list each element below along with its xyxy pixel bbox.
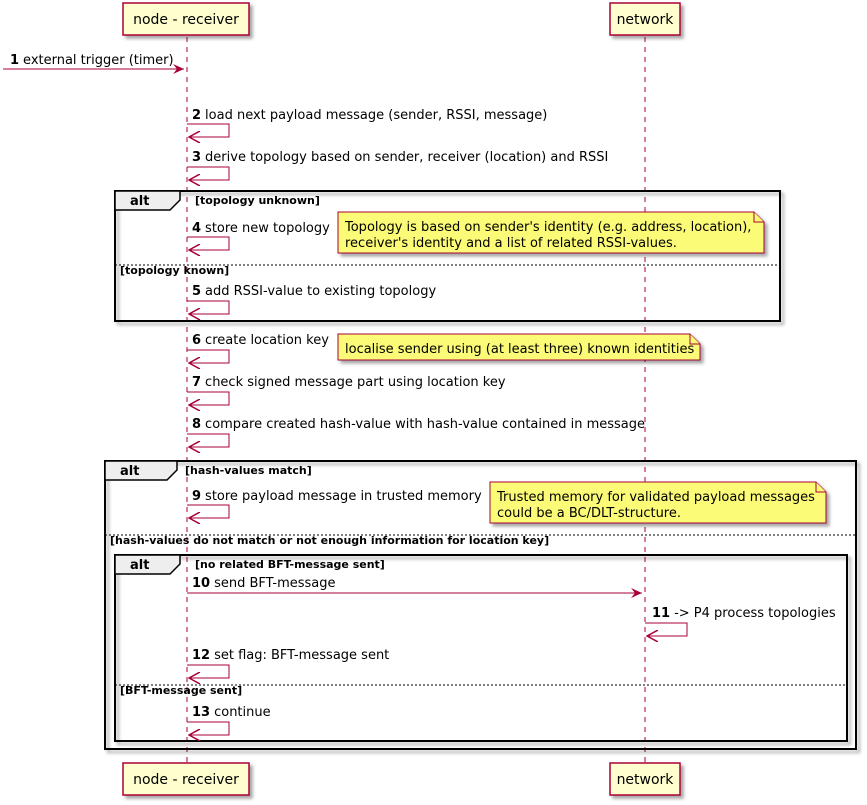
- message-6: 6 create location key: [187, 333, 329, 363]
- message-text: load next payload message (sender, RSSI,…: [205, 108, 547, 123]
- note-line: could be a BC/DLT-structure.: [497, 506, 681, 521]
- message-text: send BFT-message: [214, 576, 335, 591]
- message-7: 7 check signed message part using locatio…: [187, 375, 506, 405]
- note-line: Trusted memory for validated payload mes…: [496, 490, 815, 505]
- note-localise: localise sender using (at least three) k…: [337, 333, 701, 361]
- message-number: 5: [192, 284, 201, 299]
- participant-receiver-bottom: node - receiver: [122, 762, 250, 796]
- participant-label: node - receiver: [133, 772, 239, 788]
- note-trusted-memory: Trusted memory for validated payload mes…: [489, 481, 827, 524]
- message-number: 12: [192, 648, 210, 663]
- message-number: 10: [192, 576, 210, 591]
- message-text: add RSSI-value to existing topology: [205, 284, 436, 299]
- frame-guard: [BFT-message sent]: [120, 684, 242, 697]
- participant-label: network: [617, 772, 675, 788]
- message-number: 9: [192, 489, 201, 504]
- message-number: 2: [192, 108, 201, 123]
- message-2: 2 load next payload message (sender, RSSI…: [187, 108, 547, 137]
- frame-guard: [hash-values do not match or not enough …: [110, 534, 549, 547]
- message-text: check signed message part using location…: [205, 375, 506, 390]
- message-13: 13 continue: [187, 705, 271, 735]
- message-3: 3 derive topology based on sender, receiv…: [187, 150, 608, 180]
- message-number: 4: [192, 221, 201, 236]
- message-text: store new topology: [205, 221, 330, 236]
- message-text: store payload message in trusted memory: [205, 489, 482, 504]
- frame-guard: [hash-values match]: [185, 464, 312, 477]
- message-9: 9 store payload message in trusted memory: [187, 489, 482, 518]
- message-4: 4 store new topology: [187, 221, 330, 250]
- message-text: continue: [214, 705, 271, 720]
- message-text: external trigger (timer): [23, 53, 174, 68]
- alt-frame-hash: alt [hash-values match] [hash-values do …: [104, 460, 857, 750]
- participant-receiver-top: node - receiver: [122, 2, 250, 36]
- frame-guard: [topology unknown]: [195, 194, 320, 207]
- alt-frame-bft: alt [no related BFT-message sent] [BFT-m…: [114, 554, 848, 742]
- message-number: 6: [192, 333, 201, 348]
- participant-label: network: [617, 12, 675, 28]
- svg-text:11-> P4 process topologies: 11 -> P4 process topologies: [652, 606, 836, 621]
- participant-network-top: network: [609, 2, 681, 36]
- frame-keyword: alt: [130, 194, 149, 209]
- message-number: 13: [192, 705, 210, 720]
- alt-frame-topology: alt [topology unknown] [topology known]: [114, 190, 781, 322]
- note-topology: Topology is based on sender's identity (…: [337, 211, 765, 254]
- frame-guard: [no related BFT-message sent]: [195, 558, 385, 571]
- message-number: 1: [10, 53, 19, 68]
- frame-guard: [topology known]: [120, 264, 229, 277]
- message-10: 10 send BFT-message: [187, 576, 642, 598]
- message-text: derive topology based on sender, receive…: [205, 150, 608, 165]
- note-line: receiver's identity and a list of relate…: [345, 236, 677, 251]
- message-text: -> P4 process topologies: [674, 606, 836, 621]
- message-number: 8: [192, 417, 201, 432]
- message-text: set flag: BFT-message sent: [214, 648, 389, 663]
- message-text: create location key: [205, 333, 329, 348]
- message-number: 3: [192, 150, 201, 165]
- message-5: 5 add RSSI-value to existing topology: [187, 284, 436, 314]
- participant-network-bottom: network: [609, 762, 681, 796]
- message-1: 1 external trigger (timer): [3, 53, 184, 74]
- participant-label: node - receiver: [133, 12, 239, 28]
- message-number: 7: [192, 375, 201, 390]
- message-11: 11 -> P4 process topologies: [645, 606, 836, 636]
- note-line: localise sender using (at least three) k…: [345, 342, 694, 357]
- frame-keyword: alt: [120, 464, 139, 479]
- message-12: 12 set flag: BFT-message sent: [187, 648, 389, 678]
- message-8: 8 compare created hash-value with hash-va…: [187, 417, 645, 447]
- message-number: 11: [652, 606, 670, 621]
- message-text: compare created hash-value with hash-val…: [205, 417, 645, 432]
- note-line: Topology is based on sender's identity (…: [344, 220, 751, 235]
- frame-keyword: alt: [130, 558, 149, 573]
